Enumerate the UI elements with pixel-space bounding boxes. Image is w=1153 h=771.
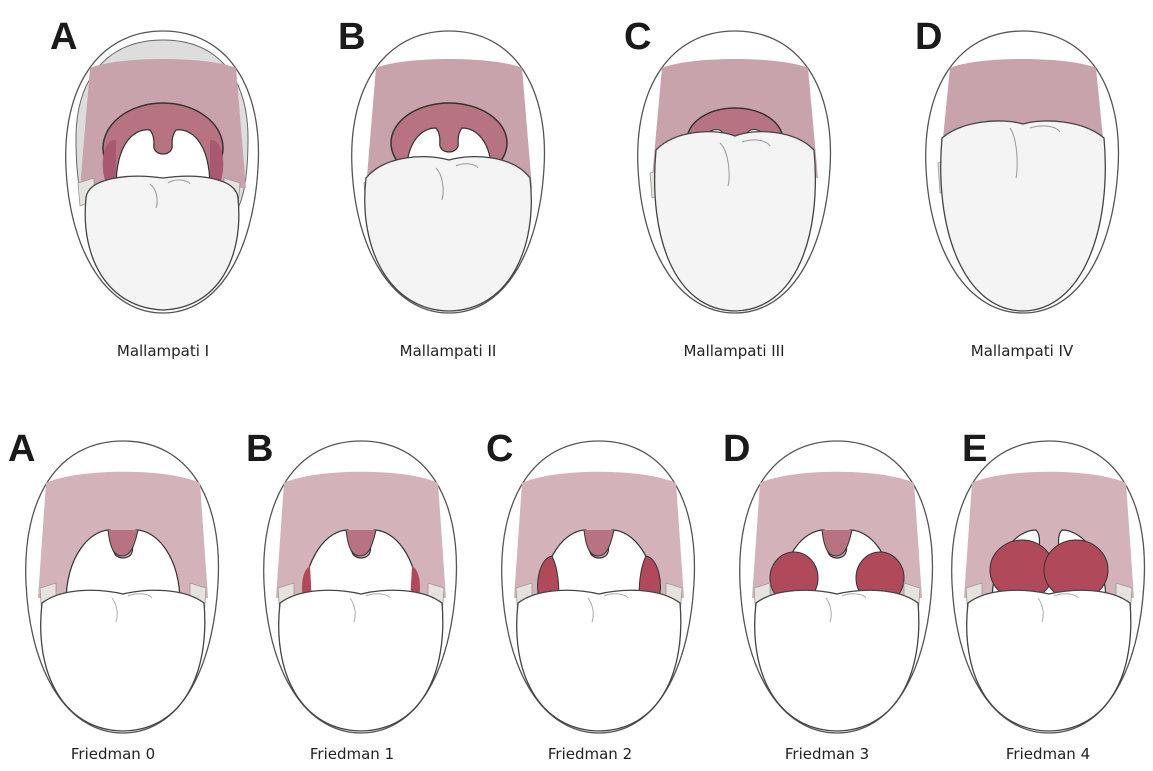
caption-friedman: Friedman 1 [292,745,412,763]
mouth-mallampati-1 [58,28,268,318]
mouth-friedman-0 [18,438,228,738]
mouth-friedman-1 [256,438,466,738]
caption-friedman: Friedman 2 [530,745,650,763]
mouth-friedman-2 [494,438,704,738]
mouth-mallampati-4 [918,28,1128,318]
mouth-friedman-4 [944,438,1153,738]
caption-mallampati: Mallampati IV [952,342,1092,360]
mouth-mallampati-3 [630,28,840,318]
caption-mallampati: Mallampati II [378,342,518,360]
caption-friedman: Friedman 4 [988,745,1108,763]
caption-friedman: Friedman 0 [53,745,173,763]
caption-friedman: Friedman 3 [767,745,887,763]
caption-mallampati: Mallampati I [93,342,233,360]
mouth-mallampati-2 [344,28,554,318]
caption-mallampati: Mallampati III [664,342,804,360]
mouth-friedman-3 [732,438,942,738]
